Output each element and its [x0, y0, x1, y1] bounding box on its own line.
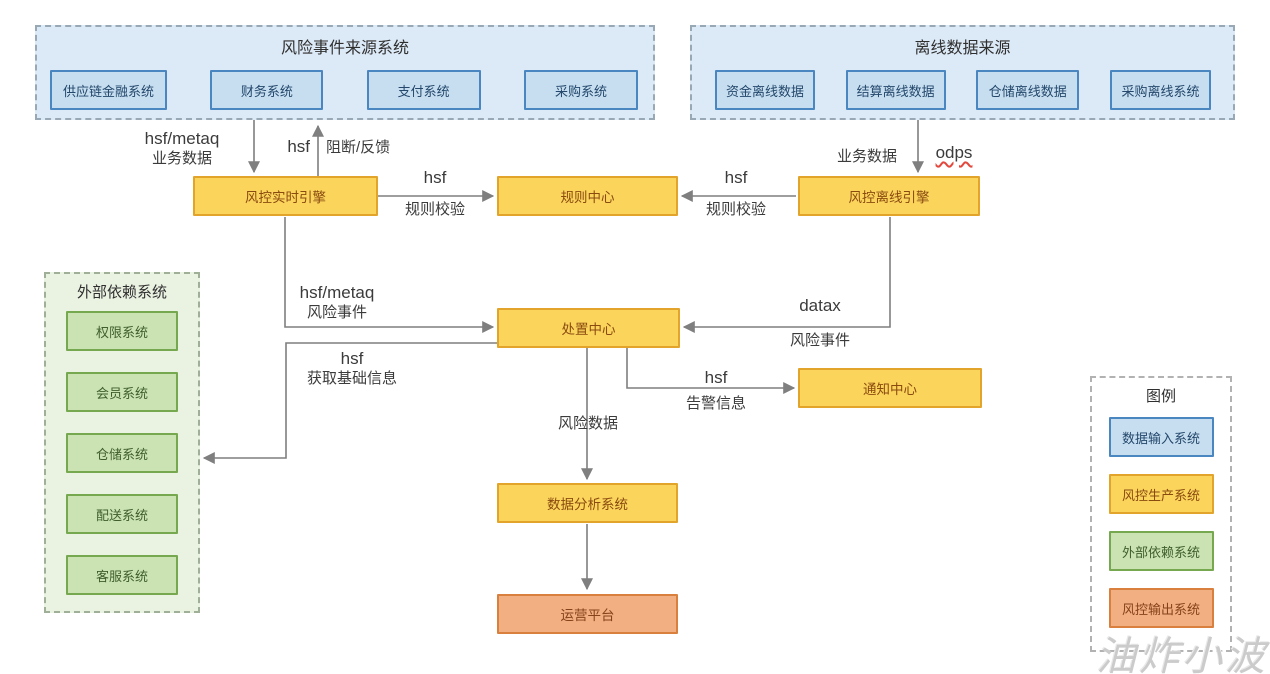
edge-dispose-to-notify [626, 348, 796, 394]
node-finance-system: 财务系统 [210, 70, 324, 110]
node-member-system: 会员系统 [66, 372, 178, 412]
node-operation-platform: 运营平台 [497, 594, 678, 634]
edge-protocol: hsf/metaq [299, 283, 375, 302]
edge-label-realtime-in: hsf/metaq 业务数据 [126, 129, 238, 169]
edge-label-rule-check-left-payload: 规则校验 [404, 201, 465, 218]
legend-item-data-input: 数据输入系统 [1108, 417, 1214, 457]
node-realtime-risk-engine: 风控实时引擎 [193, 176, 378, 216]
edge-payload: 风险事件 [306, 304, 367, 321]
edge-label-rule-check-right-payload: 规则校验 [705, 201, 766, 218]
edge-payload: 获取基础信息 [306, 370, 397, 387]
group-title: 外部依赖系统 [76, 284, 167, 301]
node-notify-center: 通知中心 [798, 368, 982, 408]
edge-label-block-feedback-payload: 阻断/反馈 [326, 139, 391, 156]
legend-item-external-dependency: 外部依赖系统 [1108, 531, 1214, 571]
watermark: 油炸小波 [1096, 635, 1268, 674]
node-payment-system: 支付系统 [366, 70, 481, 110]
edge-label-datax-protocol: datax [799, 296, 841, 315]
node-delivery-system: 配送系统 [66, 494, 178, 534]
node-data-analysis-system: 数据分析系统 [497, 483, 678, 523]
legend: 图例 数据输入系统 风控生产系统 外部依赖系统 风控输出系统 [1090, 376, 1232, 652]
node-procurement-system: 采购系统 [523, 70, 638, 110]
edge-label-base-info: hsf 获取基础信息 [298, 349, 406, 389]
edge-label-risk-event: hsf/metaq 风险事件 [288, 283, 386, 323]
node-rule-center: 规则中心 [497, 176, 678, 216]
edge-label-risk-data: 风险数据 [557, 415, 618, 432]
node-procurement-offline-system: 采购离线系统 [1109, 70, 1211, 110]
node-warehouse-system: 仓储系统 [66, 433, 178, 473]
edge-protocol: hsf [340, 349, 364, 368]
edge-label-rule-check-left-protocol: hsf [423, 168, 447, 187]
edge-label-datax-payload: 风险事件 [789, 332, 850, 349]
node-permission-system: 权限系统 [66, 311, 178, 351]
edge-offlineengine-to-dispose [682, 217, 891, 333]
edge-payload: 业务数据 [151, 150, 212, 167]
legend-item-risk-output: 风控输出系统 [1108, 588, 1214, 628]
group-offline-data-sources: 离线数据来源 资金离线数据 结算离线数据 仓储离线数据 采购离线系统 [690, 25, 1235, 120]
edge-label-alert-payload: 告警信息 [685, 395, 746, 412]
node-funds-offline-data: 资金离线数据 [715, 70, 815, 110]
edge-label-rule-check-right-protocol: hsf [724, 168, 748, 187]
edge-realtime-to-dispose [284, 217, 495, 333]
group-title: 风险事件来源系统 [280, 40, 409, 57]
edge-protocol: hsf/metaq [144, 129, 220, 148]
node-warehouse-offline-data: 仓储离线数据 [976, 70, 1080, 110]
node-offline-risk-engine: 风控离线引擎 [798, 176, 980, 216]
edge-label-alert-protocol: hsf [704, 368, 728, 387]
group-title: 离线数据来源 [914, 40, 1011, 57]
node-dispose-center: 处置中心 [497, 308, 680, 348]
group-external-dependencies: 外部依赖系统 权限系统 会员系统 仓储系统 配送系统 客服系统 [44, 272, 200, 613]
edge-label-offline-in-protocol: odps [935, 143, 973, 162]
node-settlement-offline-data: 结算离线数据 [845, 70, 946, 110]
legend-title: 图例 [1145, 388, 1176, 405]
edge-label-offline-in-payload: 业务数据 [836, 148, 897, 165]
node-supply-chain-finance: 供应链金融系统 [50, 70, 167, 110]
edge-label-block-feedback-protocol: hsf [287, 137, 310, 156]
edge-dispose-to-external [202, 342, 497, 464]
legend-item-risk-production: 风控生产系统 [1108, 474, 1214, 514]
group-risk-event-sources: 风险事件来源系统 供应链金融系统 财务系统 支付系统 采购系统 [35, 25, 655, 120]
node-customer-service-system: 客服系统 [66, 555, 178, 595]
